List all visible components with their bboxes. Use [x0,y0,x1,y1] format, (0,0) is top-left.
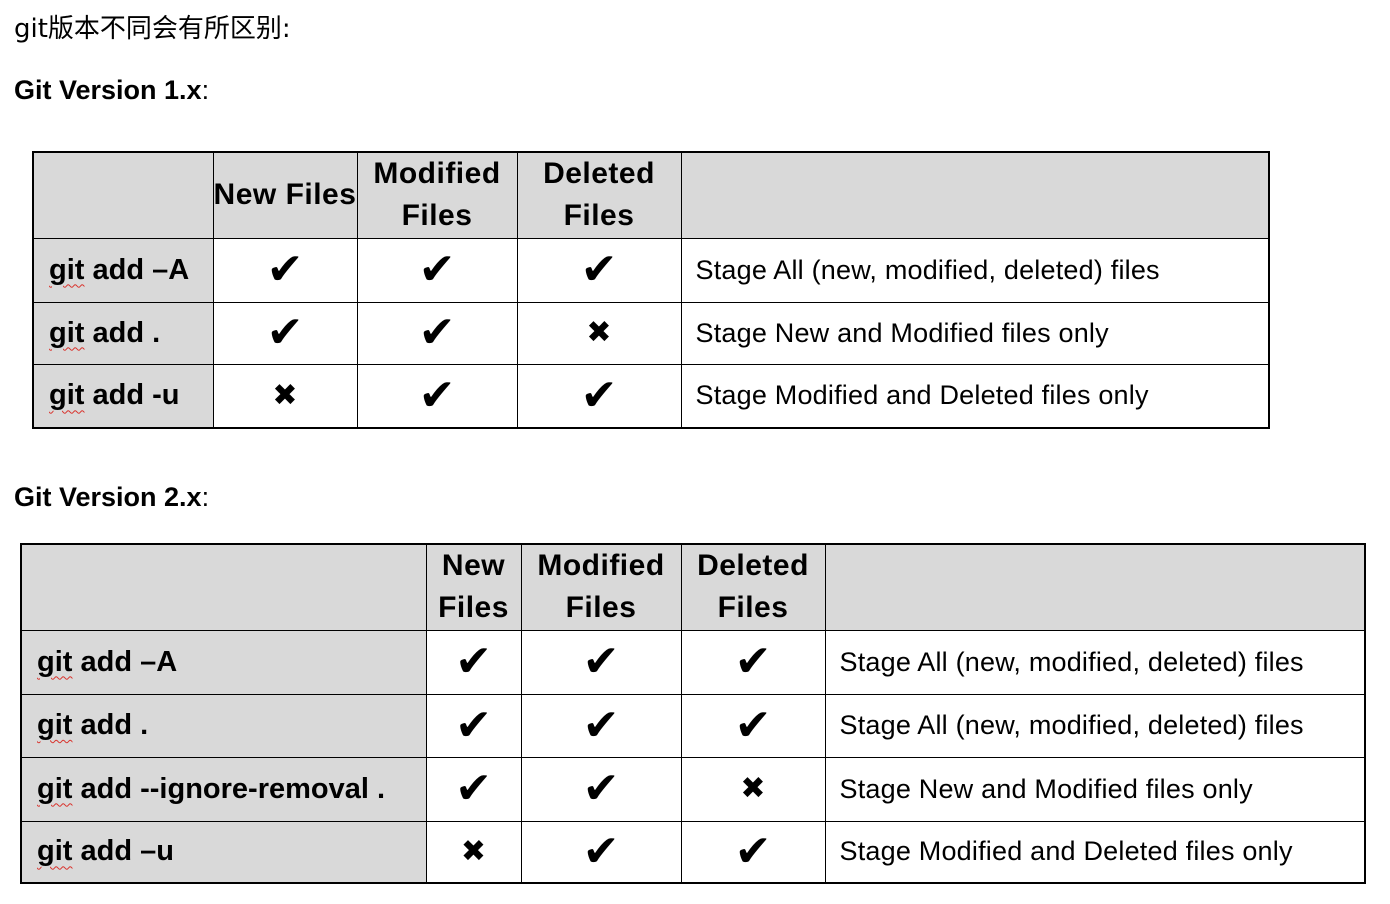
command-git: git [37,835,73,868]
description-cell: Stage All (new, modified, deleted) files [824,693,1366,758]
command-args: add -u [84,379,180,412]
git-v1-table: New Files Modified Files Deleted Files g… [32,151,1270,429]
section-heading-v2: Git Version 2.x: [14,480,209,514]
cross-icon: ✖ [516,301,682,365]
command-cell: git add –A [20,629,427,695]
header-corner-cell [32,151,214,239]
table-header-row: New Files Modified Files Deleted Files [32,151,1270,239]
check-icon: ✔ [520,693,682,758]
check-icon: ✔ [520,756,682,822]
header-corner-cell [20,543,427,631]
section-heading-label: Git Version 1.x [14,75,202,105]
command-args: add . [84,316,161,349]
check-icon: ✔ [356,363,518,429]
description-cell: Stage All (new, modified, deleted) files [824,629,1366,695]
table-row: git add –A ✔ ✔ ✔ Stage All (new, modifie… [32,237,1270,303]
command-cell: git add -u [32,363,214,429]
command-git: git [49,379,85,412]
description-cell: Stage New and Modified files only [680,301,1270,365]
command-git: git [49,253,85,286]
command-git: git [37,709,73,741]
command-git: git [37,772,73,805]
header-deleted-files: Deleted Files [680,543,826,631]
table-row: git add –A ✔ ✔ ✔ Stage All (new, modifie… [20,629,1366,695]
header-modified-files: Modified Files [356,151,518,239]
check-icon: ✔ [212,237,358,303]
check-icon: ✔ [516,237,682,303]
description-cell: Stage All (new, modified, deleted) files [680,237,1270,303]
check-icon: ✔ [520,629,682,695]
cross-icon: ✖ [425,820,522,884]
command-args: add . [72,709,149,741]
header-modified-files: Modified Files [520,543,682,631]
header-description-cell [680,151,1270,239]
table-row: git add –u ✖ ✔ ✔ Stage Modified and Dele… [20,820,1366,884]
heading-colon: : [201,75,210,105]
command-cell: git add . [32,301,214,365]
section-heading-label: Git Version 2.x [14,482,202,512]
command-cell: git add . [20,693,427,758]
check-icon: ✔ [425,693,522,758]
check-icon: ✔ [425,756,522,822]
table-row: git add . ✔ ✔ ✔ Stage All (new, modified… [20,693,1366,758]
check-icon: ✔ [425,629,522,695]
heading-colon: : [201,482,210,512]
table-row: git add -u ✖ ✔ ✔ Stage Modified and Dele… [32,363,1270,429]
command-args: add –A [84,253,190,286]
header-new-files: New Files [212,151,358,239]
command-cell: git add –u [20,820,427,884]
check-icon: ✔ [516,363,682,429]
check-icon: ✔ [680,629,826,695]
description-cell: Stage Modified and Deleted files only [824,820,1366,884]
git-v2-table: New Files Modified Files Deleted Files g… [20,543,1366,884]
table-row: git add --ignore-removal . ✔ ✔ ✖ Stage N… [20,756,1366,822]
command-args: add –A [72,645,178,678]
command-git: git [37,645,73,678]
section-heading-v1: Git Version 1.x: [14,73,209,107]
header-deleted-files: Deleted Files [516,151,682,239]
description-cell: Stage New and Modified files only [824,756,1366,822]
description-cell: Stage Modified and Deleted files only [680,363,1270,429]
table-row: git add . ✔ ✔ ✖ Stage New and Modified f… [32,301,1270,365]
check-icon: ✔ [356,301,518,365]
cross-icon: ✖ [680,756,826,822]
cross-icon: ✖ [212,363,358,429]
command-git: git [49,316,85,349]
check-icon: ✔ [356,237,518,303]
command-args: add –u [72,835,174,868]
check-icon: ✔ [680,820,826,884]
command-cell: git add --ignore-removal . [20,756,427,822]
check-icon: ✔ [212,301,358,365]
check-icon: ✔ [520,820,682,884]
command-cell: git add –A [32,237,214,303]
header-description-cell [824,543,1366,631]
check-icon: ✔ [680,693,826,758]
command-args: add --ignore-removal . [72,772,386,805]
intro-text: git版本不同会有所区别: [14,14,291,44]
header-new-files: New Files [425,543,522,631]
table-header-row: New Files Modified Files Deleted Files [20,543,1366,631]
